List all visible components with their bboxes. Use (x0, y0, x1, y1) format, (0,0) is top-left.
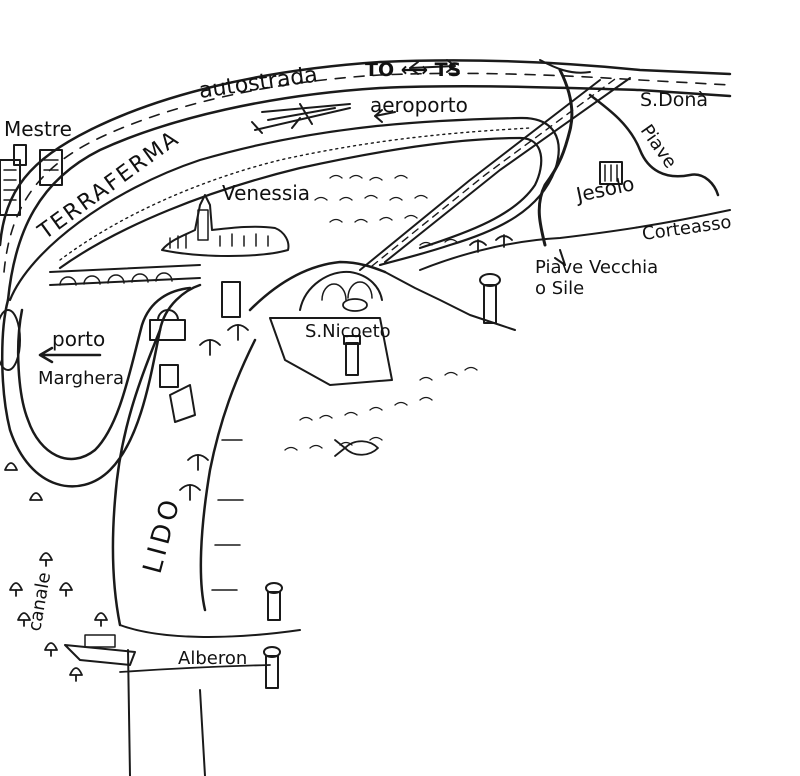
venice-city (161, 194, 290, 257)
lagoon-waves (284, 174, 478, 451)
lighthouse-nicoleto (343, 335, 361, 376)
autostrada-road (0, 59, 732, 302)
label-piave: Piave (636, 121, 681, 173)
label-autostrada: autostrada (197, 63, 319, 104)
label-corteasso: Corteasso (641, 212, 733, 245)
label-s-nicoleto: S.Nicoeto (305, 321, 391, 342)
lighthouse-alberoni-2 (263, 646, 281, 689)
tree-clusters (4, 462, 108, 682)
label-porto: porto (52, 327, 105, 351)
ferry-boat (64, 634, 136, 666)
label-o-sile: o Sile (535, 278, 584, 299)
causeway-bridge (49, 264, 201, 286)
label-canale: canale (24, 571, 55, 633)
lido-island (111, 328, 301, 638)
label-venessia: Venessia (222, 181, 310, 205)
to-ts-arrow-icon (409, 59, 456, 75)
label-lido: LIDO (138, 493, 187, 577)
lido-buildings (149, 281, 241, 423)
terraferma-road (8, 116, 560, 302)
label-jesolo: Jesolo (572, 171, 636, 207)
porto-arrow-icon (38, 346, 102, 364)
jesolo-building (599, 161, 623, 185)
piave-river (537, 59, 720, 266)
mestre-buildings (0, 144, 63, 216)
label-to-ts: TO ⟷ TS (365, 59, 461, 81)
label-alberoni: Alberon (178, 648, 247, 669)
airport-runway (251, 103, 396, 134)
label-s-dona: S.Donà (640, 89, 708, 111)
lighthouse-jesolo (479, 273, 501, 324)
label-piave-vecchia: Piave Vecchia (535, 257, 658, 278)
beach-umbrella-icons (179, 234, 513, 501)
fish-icon (334, 439, 379, 457)
label-aeroporto: aeroporto (370, 93, 468, 117)
marghera-loop (0, 283, 202, 488)
label-marghera: Marghera (38, 368, 124, 389)
pellestrina-strip (119, 649, 271, 776)
s-nicoleto-bridge (248, 260, 393, 386)
label-mestre: Mestre (4, 117, 72, 141)
lighthouse-alberoni-1 (265, 582, 283, 621)
